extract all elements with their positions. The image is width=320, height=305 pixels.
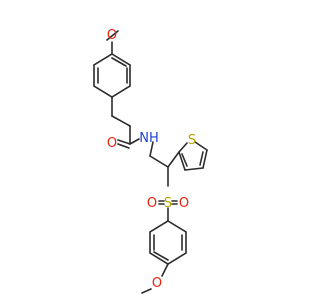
bond-thio-c4-c3 [184,167,204,171]
atom-o-carbonyl: O [107,136,117,151]
bond-group [93,30,208,294]
bond-ch2-ch [149,155,169,168]
bond-ch2-ch2 [111,115,131,127]
atom-label-group: O O NH S S O O O [107,28,196,291]
atom-s-sulfonyl: S [164,196,172,211]
bond-n-ch2 [149,141,154,157]
bond-carbonyl-n [129,138,140,145]
bond-ring1-double-c [111,57,127,67]
bond-carbonyl-o-2 [117,143,130,149]
atom-o-methoxy-top: O [107,28,117,43]
bond-thio-c2-s [178,142,188,153]
bond-thio-s-c5 [194,141,208,151]
molecule-diagram: O O NH S S O O O [93,28,208,294]
bond-ring2-o [161,263,169,277]
bond-methyl-o-top [106,30,119,41]
bond-o-methyl-bottom [141,288,152,294]
structure-svg: O O NH S S O O O [93,28,208,294]
atom-o-sulfonyl-right: O [179,196,189,211]
bond-ring2-double-c [153,251,169,261]
bond-ch-thiophene [167,151,180,168]
bond-thio-double-b [181,153,188,167]
atom-o-sulfonyl-left: O [147,196,157,211]
bond-thio-c3-c2 [178,151,186,171]
bond-thio-c5-c4 [202,149,208,169]
bond-carbonyl-o-1 [117,139,131,145]
atom-s-thiophene: S [188,133,196,148]
bond-ring-bottom-benzene [149,220,187,265]
bond-ring-top-benzene [93,53,131,98]
bond-thio-double-a [199,151,204,166]
atom-o-methoxy-bottom: O [152,276,162,291]
atom-n-amide: NH [139,131,159,146]
